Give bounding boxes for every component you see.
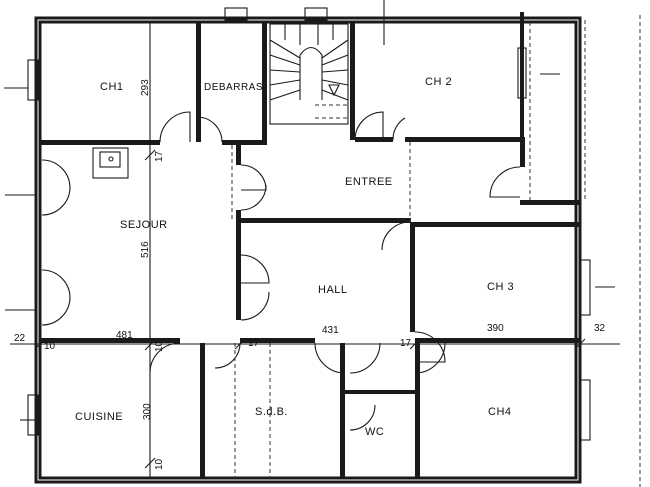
room-label-entree: ENTREE [345, 176, 393, 188]
dim-sejour-width: 481 [116, 330, 133, 341]
dim-wall-17-a: 17 [248, 338, 260, 349]
room-label-ch2: CH 2 [425, 76, 452, 88]
room-label-cuisine: CUISINE [75, 411, 123, 423]
room-label-hall: HALL [318, 284, 348, 296]
dim-wall-32: 32 [594, 323, 606, 334]
staircase [269, 23, 350, 125]
dim-sejour-height: 516 [140, 241, 151, 258]
room-labels: CH1 DEBARRAS CH 2 ENTREE SEJOUR HALL CH … [75, 76, 514, 438]
dim-ch3-width: 390 [487, 323, 504, 334]
outer-walls [34, 12, 582, 484]
interior-walls [40, 22, 580, 478]
dim-wall-17-b: 17 [400, 338, 412, 349]
room-label-ch3: CH 3 [487, 281, 514, 293]
dimension-lines [10, 22, 620, 478]
dim-wall-10-left: 10 [44, 341, 56, 352]
dim-hall-width: 431 [322, 325, 339, 336]
doors [41, 111, 521, 431]
fixtures [92, 147, 129, 179]
dim-wall-10-mid: 10 [154, 340, 165, 352]
room-label-sdb: S.d.B. [255, 406, 288, 418]
dim-ch1-height: 293 [140, 79, 151, 96]
room-label-sejour: SEJOUR [120, 219, 168, 231]
dimension-labels: 293 17 516 22 10 481 10 17 431 17 390 32… [14, 79, 606, 470]
room-label-ch4: CH4 [488, 406, 512, 418]
windows [4, 0, 641, 487]
dim-wall-22: 22 [14, 333, 26, 344]
room-label-debarras: DEBARRAS [204, 82, 263, 93]
room-label-ch1: CH1 [100, 81, 124, 93]
dim-cuisine-height: 300 [142, 403, 153, 420]
dim-wall-10-bottom: 10 [154, 458, 165, 470]
room-label-wc: WC [365, 426, 384, 438]
dim-wall-17-top: 17 [154, 150, 165, 162]
